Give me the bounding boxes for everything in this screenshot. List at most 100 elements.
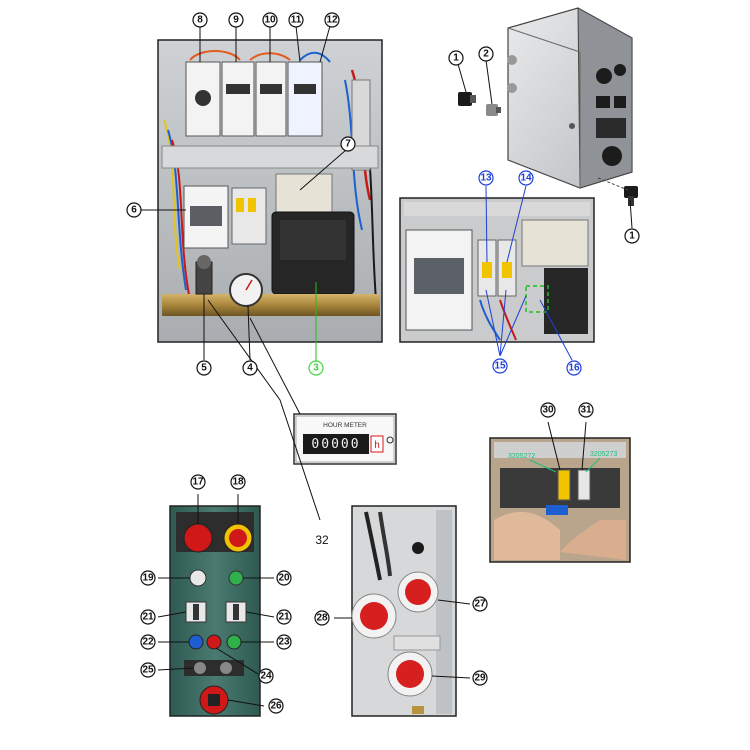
hour-meter-digits: 00000 (311, 437, 360, 452)
callout-14: 14 (518, 170, 534, 186)
callout-16: 16 (566, 360, 582, 376)
callout-27: 27 (472, 596, 488, 612)
callout-7: 7 (340, 136, 356, 152)
svg-text:13: 13 (480, 173, 492, 184)
callout-bubbles: 8 9 10 11 12 7 6 5 4 3 1 2 1 13 14 15 16… (126, 12, 640, 714)
svg-text:8: 8 (197, 15, 203, 26)
button-23-icon (226, 634, 242, 650)
svg-text:3: 3 (313, 363, 319, 374)
button-22-icon (188, 634, 204, 650)
callout-18: 18 (230, 474, 246, 490)
callout-25: 25 (140, 662, 156, 678)
svg-text:27: 27 (474, 599, 486, 610)
hand-left (494, 511, 560, 560)
svg-text:21: 21 (142, 612, 154, 623)
svg-text:24: 24 (260, 671, 272, 682)
callout-6: 6 (126, 202, 142, 218)
relay-block (231, 187, 267, 245)
enclosure-illustration (458, 7, 638, 206)
callout-2: 2 (478, 46, 494, 62)
gland-part-1-top (458, 92, 476, 106)
svg-text:14: 14 (520, 173, 532, 184)
callout-4: 4 (242, 360, 258, 376)
leader-lines (140, 25, 633, 707)
hour-meter: HOUR METER 00000 h (293, 413, 397, 465)
callout-21-right: 21 (276, 609, 292, 625)
breaker-11 (287, 61, 323, 137)
callout-11: 11 (288, 12, 304, 28)
callout-22: 22 (140, 634, 156, 650)
highlight-box-16 (525, 285, 549, 313)
svg-text:26: 26 (270, 701, 282, 712)
brass-pipe (162, 294, 380, 316)
control-panel-photo (169, 505, 261, 717)
socket-panel-photo (351, 505, 457, 717)
part-code-left: 3205272 (508, 453, 535, 460)
svg-text:17: 17 (192, 477, 204, 488)
svg-text:7: 7 (345, 139, 351, 150)
wiring-hands-photo: 3205272 3205273 (489, 437, 631, 563)
callout-28: 28 (314, 610, 330, 626)
svg-text:6: 6 (131, 205, 137, 216)
svg-text:25: 25 (142, 665, 154, 676)
callout-8: 8 (192, 12, 208, 28)
svg-text:1: 1 (453, 53, 459, 64)
callout-1-bottom: 1 (624, 228, 640, 244)
svg-text:30: 30 (542, 405, 554, 416)
svg-text:5: 5 (201, 363, 207, 374)
hand-right (560, 520, 626, 560)
callout-20: 20 (276, 570, 292, 586)
svg-text:28: 28 (316, 613, 328, 624)
svg-text:12: 12 (326, 15, 338, 26)
emergency-stop-17-icon (183, 523, 213, 553)
label-32: 32 (315, 533, 329, 547)
part-code-right: 3205273 (590, 451, 617, 458)
callout-30: 30 (540, 402, 556, 418)
callout-13: 13 (478, 170, 494, 186)
callout-31: 31 (578, 402, 594, 418)
hour-meter-display (303, 434, 369, 454)
callout-12: 12 (324, 12, 340, 28)
svg-text:21: 21 (278, 612, 290, 623)
breaker-9 (221, 61, 255, 137)
relay-13 (482, 262, 492, 278)
relay-14 (502, 262, 512, 278)
callout-26: 26 (268, 698, 284, 714)
svg-text:1: 1 (629, 231, 635, 242)
svg-text:19: 19 (142, 573, 154, 584)
callout-23: 23 (276, 634, 292, 650)
gland-part-1-bottom (624, 186, 638, 206)
svg-text:20: 20 (278, 573, 290, 584)
main-cabinet-photo (157, 39, 383, 343)
svg-text:4: 4 (247, 363, 253, 374)
callout-10: 10 (262, 12, 278, 28)
svg-text:31: 31 (580, 405, 592, 416)
callout-19: 19 (140, 570, 156, 586)
relay-detail-photo (399, 197, 595, 343)
svg-text:9: 9 (233, 15, 239, 26)
callout-5: 5 (196, 360, 212, 376)
callout-21-left: 21 (140, 609, 156, 625)
button-24-icon (206, 634, 222, 650)
callout-15: 15 (492, 358, 508, 374)
svg-text:16: 16 (568, 363, 580, 374)
breaker-10 (255, 61, 287, 137)
callout-24: 24 (258, 668, 274, 684)
svg-text:15: 15 (494, 361, 506, 372)
svg-text:11: 11 (291, 15, 302, 26)
svg-text:10: 10 (264, 15, 276, 26)
callout-1-top: 1 (448, 50, 464, 66)
callout-17: 17 (190, 474, 206, 490)
callout-9: 9 (228, 12, 244, 28)
svg-text:29: 29 (474, 673, 486, 684)
svg-text:22: 22 (142, 637, 154, 648)
indicator-19-icon (189, 569, 207, 587)
svg-text:23: 23 (278, 637, 290, 648)
hour-meter-unit: h (374, 440, 380, 451)
callout-29: 29 (472, 670, 488, 686)
hour-meter-title: HOUR METER (323, 422, 367, 429)
indicator-20-icon (228, 570, 244, 586)
callout-3: 3 (308, 360, 324, 376)
svg-text:18: 18 (232, 477, 244, 488)
